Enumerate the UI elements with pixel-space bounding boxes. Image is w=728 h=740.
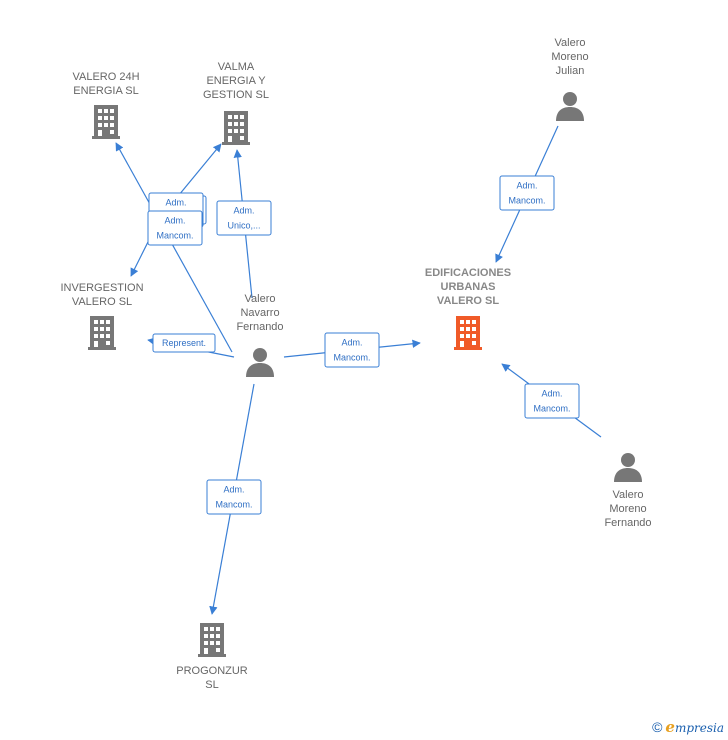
edge-label[interactable]: Adm. Mancom. (499, 175, 555, 211)
node-label-line: Valero (613, 489, 644, 501)
edge-label-text: Adm. (341, 338, 362, 348)
edge-label-box (206, 479, 262, 515)
edge-label-box (524, 383, 580, 419)
building-icon (454, 316, 482, 350)
edge-label-text: Represent. (162, 338, 206, 348)
node-label-line: Fernando (604, 517, 651, 529)
edge-label-text: Adm. (165, 198, 186, 208)
node-label-line: ENERGIA Y (206, 75, 266, 87)
node-label-line: Fernando (236, 321, 283, 333)
person-icon (556, 92, 584, 121)
edge-label-text: Mancom. (508, 196, 545, 206)
person-icon (246, 348, 274, 377)
node-label-line: VALERO 24H (72, 71, 139, 83)
brand-logo-initial: e (665, 718, 675, 736)
edge-label-text: Mancom. (333, 353, 370, 363)
edges-layer: Adm. Adm. Mancom. Adm. Unico,... Represent. Ad… (115, 125, 602, 615)
edge-label[interactable]: Represent. (152, 333, 216, 353)
edge-label-text: Unico,... (227, 221, 260, 231)
node-valma[interactable]: VALMA ENERGIA Y GESTION SL (203, 61, 269, 145)
node-label-line: Valero (245, 293, 276, 305)
node-label-line: Julian (556, 65, 585, 77)
node-label-line: VALERO SL (72, 296, 132, 308)
node-invergestion[interactable]: INVERGESTION VALERO SL (60, 282, 144, 350)
brand-logo-text: mpresia (674, 721, 724, 735)
building-icon (222, 111, 250, 145)
edge-label[interactable]: Adm. Mancom. (147, 210, 203, 246)
edge-label-box (147, 210, 203, 246)
edge-label-text: Adm. (541, 389, 562, 399)
edge-label-text: Adm. (233, 206, 254, 216)
edge-label[interactable]: Adm. Mancom. (206, 479, 262, 515)
edge-label-text: Mancom. (156, 231, 193, 241)
building-icon (198, 623, 226, 657)
edge-label-text: Mancom. (533, 404, 570, 414)
node-label-line: PROGONZUR (176, 665, 248, 677)
footer-brand: ©empresia (652, 718, 724, 736)
edge-label-box (324, 332, 380, 368)
edge-line (115, 142, 233, 353)
edge-label-text: Mancom. (215, 500, 252, 510)
edge-label[interactable]: Adm. Mancom. (324, 332, 380, 368)
building-icon (88, 316, 116, 350)
node-label-line: INVERGESTION (60, 282, 143, 294)
nodes-layer: VALERO 24H ENERGIA SL VALMA ENERGIA Y GESTIO… (60, 37, 651, 691)
node-valero24h[interactable]: VALERO 24H ENERGIA SL (72, 71, 140, 139)
edge-label[interactable]: Adm. Unico,... (216, 200, 272, 236)
node-label-line: Moreno (609, 503, 646, 515)
edge-label-text: Adm. (516, 181, 537, 191)
building-icon (92, 105, 120, 139)
edge-label-text: Adm. (164, 216, 185, 226)
edge-label-box (152, 333, 216, 353)
node-label-line: VALMA (218, 61, 255, 73)
node-label-line: ENERGIA SL (73, 85, 138, 97)
node-label-line: Moreno (551, 51, 588, 63)
copyright-icon: © (652, 719, 663, 735)
person-icon (614, 453, 642, 482)
node-label-line: SL (205, 679, 218, 691)
node-label-line: URBANAS (441, 281, 496, 293)
edge-label-box (499, 175, 555, 211)
node-label-line: Navarro (240, 307, 279, 319)
node-label-line: Valero (555, 37, 586, 49)
node-edificaciones[interactable]: EDIFICACIONES URBANAS VALERO SL (425, 267, 511, 350)
node-label-line: EDIFICACIONES (425, 267, 511, 279)
edge-label[interactable]: Adm. Mancom. (524, 383, 580, 419)
node-label-line: VALERO SL (437, 295, 499, 307)
node-label-line: GESTION SL (203, 89, 269, 101)
edge-label-text: Adm. (223, 485, 244, 495)
edge-label-box (216, 200, 272, 236)
node-progonzur[interactable]: PROGONZUR SL (176, 623, 248, 691)
